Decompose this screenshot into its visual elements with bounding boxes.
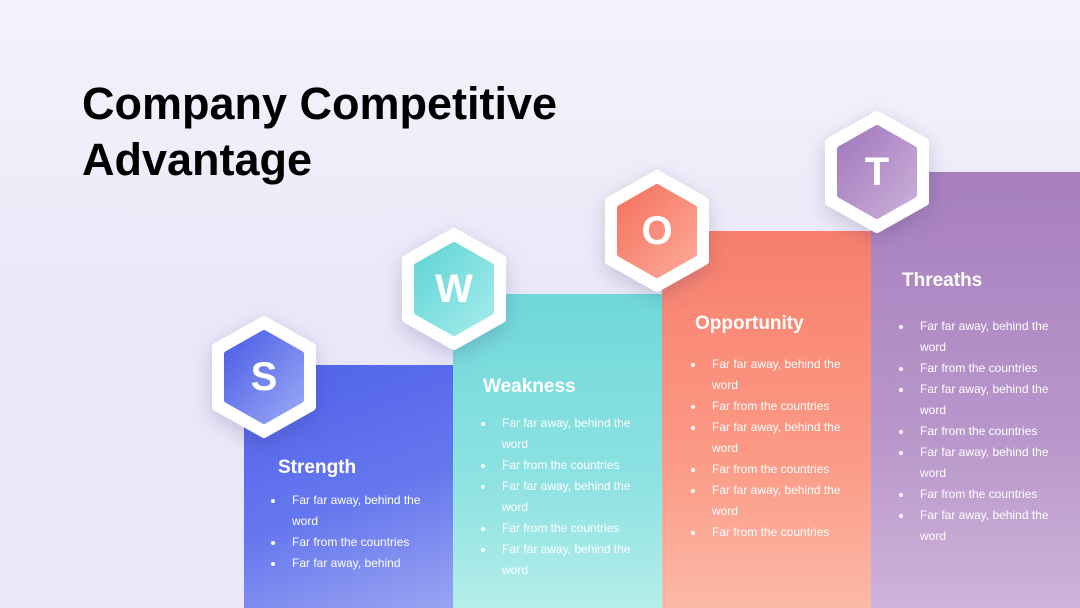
threats-letter: T (864, 149, 890, 194)
bullet-item: Far from the countries (688, 459, 868, 480)
bullet-item: Far from the countries (896, 358, 1076, 379)
bullet-item: Far far away, behind the word (896, 505, 1076, 547)
bullet-item: Far far away, behind the word (688, 417, 868, 459)
bullet-item: Far far away, behind the word (478, 476, 658, 518)
threats-heading: Threaths (902, 270, 983, 291)
opportunity-letter: O (641, 208, 673, 253)
opportunity-column: Opportunity Far far away, behind the wor… (662, 231, 871, 608)
bullet-item: Far far away, behind the word (896, 316, 1076, 358)
bullet-item: Far far away, behind the word (268, 490, 448, 532)
bullet-item: Far from the countries (688, 522, 868, 543)
threats-bullet-list: Far far away, behind the word Far from t… (896, 316, 1076, 547)
bullet-item: Far far away, behind (268, 553, 448, 574)
opportunity-heading: Opportunity (695, 313, 804, 334)
bullet-item: Far far away, behind the word (688, 354, 868, 396)
bullet-item: Far far away, behind the word (478, 539, 658, 581)
strength-hexagon-icon: S (209, 316, 319, 438)
bullet-item: Far from the countries (896, 421, 1076, 442)
strength-bullet-list: Far far away, behind the word Far from t… (268, 490, 448, 574)
weakness-letter: W (435, 266, 473, 311)
bullet-item: Far from the countries (478, 455, 658, 476)
bullet-item: Far far away, behind the word (896, 442, 1076, 484)
opportunity-hexagon-icon: O (602, 170, 712, 292)
bullet-item: Far from the countries (896, 484, 1076, 505)
strength-heading: Strength (278, 457, 357, 478)
weakness-bullet-list: Far far away, behind the word Far from t… (478, 413, 658, 581)
weakness-heading: Weakness (483, 376, 576, 397)
slide-title-line-1: Company Competitive (82, 78, 558, 129)
weakness-column: Weakness Far far away, behind the word F… (453, 294, 662, 608)
slide-title-line-2: Advantage (82, 134, 313, 185)
threats-hexagon-icon: T (822, 111, 932, 233)
strength-column: Strength Far far away, behind the word F… (244, 365, 453, 608)
bullet-item: Far from the countries (688, 396, 868, 417)
bullet-item: Far far away, behind the word (896, 379, 1076, 421)
bullet-item: Far from the countries (478, 518, 658, 539)
weakness-hexagon-icon: W (399, 228, 509, 350)
slide-title: Company Competitive Advantage (82, 76, 642, 188)
opportunity-bullet-list: Far far away, behind the word Far from t… (688, 354, 868, 543)
bullet-item: Far far away, behind the word (478, 413, 658, 455)
bullet-item: Far from the countries (268, 532, 448, 553)
bullet-item: Far far away, behind the word (688, 480, 868, 522)
threats-column: Threaths Far far away, behind the word F… (871, 172, 1080, 608)
strength-letter: S (250, 354, 278, 399)
